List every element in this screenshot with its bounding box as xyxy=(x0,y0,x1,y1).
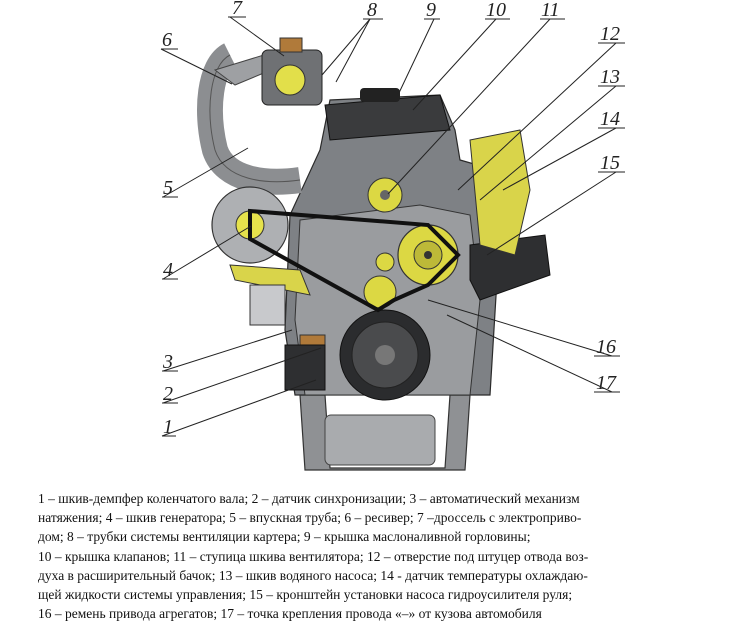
callout-11: 11 xyxy=(541,0,560,21)
engine-diagram: 1 2 3 4 5 6 7 8 9 10 11 12 13 14 15 16 1… xyxy=(160,0,625,471)
caption-line: духа в расширительный бачок; 13 – шкив в… xyxy=(38,567,588,583)
caption-line: дом; 8 – трубки системы вентиляции карте… xyxy=(38,529,531,545)
callout-9: 9 xyxy=(426,0,436,21)
callout-12: 12 xyxy=(600,23,620,45)
callout-4: 4 xyxy=(163,259,173,281)
callout-numbers: 1 2 3 4 5 6 7 8 9 10 11 12 13 14 15 16 1… xyxy=(162,0,620,438)
caption-line: 1 – шкив-демпфер коленчатого вала; 2 – д… xyxy=(38,491,580,506)
engine-illustration xyxy=(197,37,551,471)
callout-6: 6 xyxy=(162,29,172,51)
callout-13: 13 xyxy=(600,66,620,88)
callout-7: 7 xyxy=(232,0,243,19)
callout-16: 16 xyxy=(596,336,616,358)
callout-3: 3 xyxy=(162,351,173,373)
callout-14: 14 xyxy=(600,108,620,130)
callout-8: 8 xyxy=(367,0,377,21)
callout-2: 2 xyxy=(163,383,173,405)
callout-17: 17 xyxy=(596,372,617,394)
callout-15: 15 xyxy=(600,152,620,174)
callout-1: 1 xyxy=(163,416,173,438)
caption-line: натяжения; 4 – шкив генератора; 5 – впус… xyxy=(38,510,582,526)
figure-caption: 1 – шкив-демпфер коленчатого вала; 2 – д… xyxy=(38,489,690,623)
caption-line: 16 – ремень привода агрегатов; 17 – точк… xyxy=(38,606,542,622)
caption-line: щей жидкости системы управления; 15 – кр… xyxy=(38,587,573,603)
callout-10: 10 xyxy=(486,0,506,21)
caption-line: 10 – крышка клапанов; 11 – ступица шкива… xyxy=(38,548,589,564)
callout-5: 5 xyxy=(163,177,173,199)
leader-lines xyxy=(160,16,625,437)
